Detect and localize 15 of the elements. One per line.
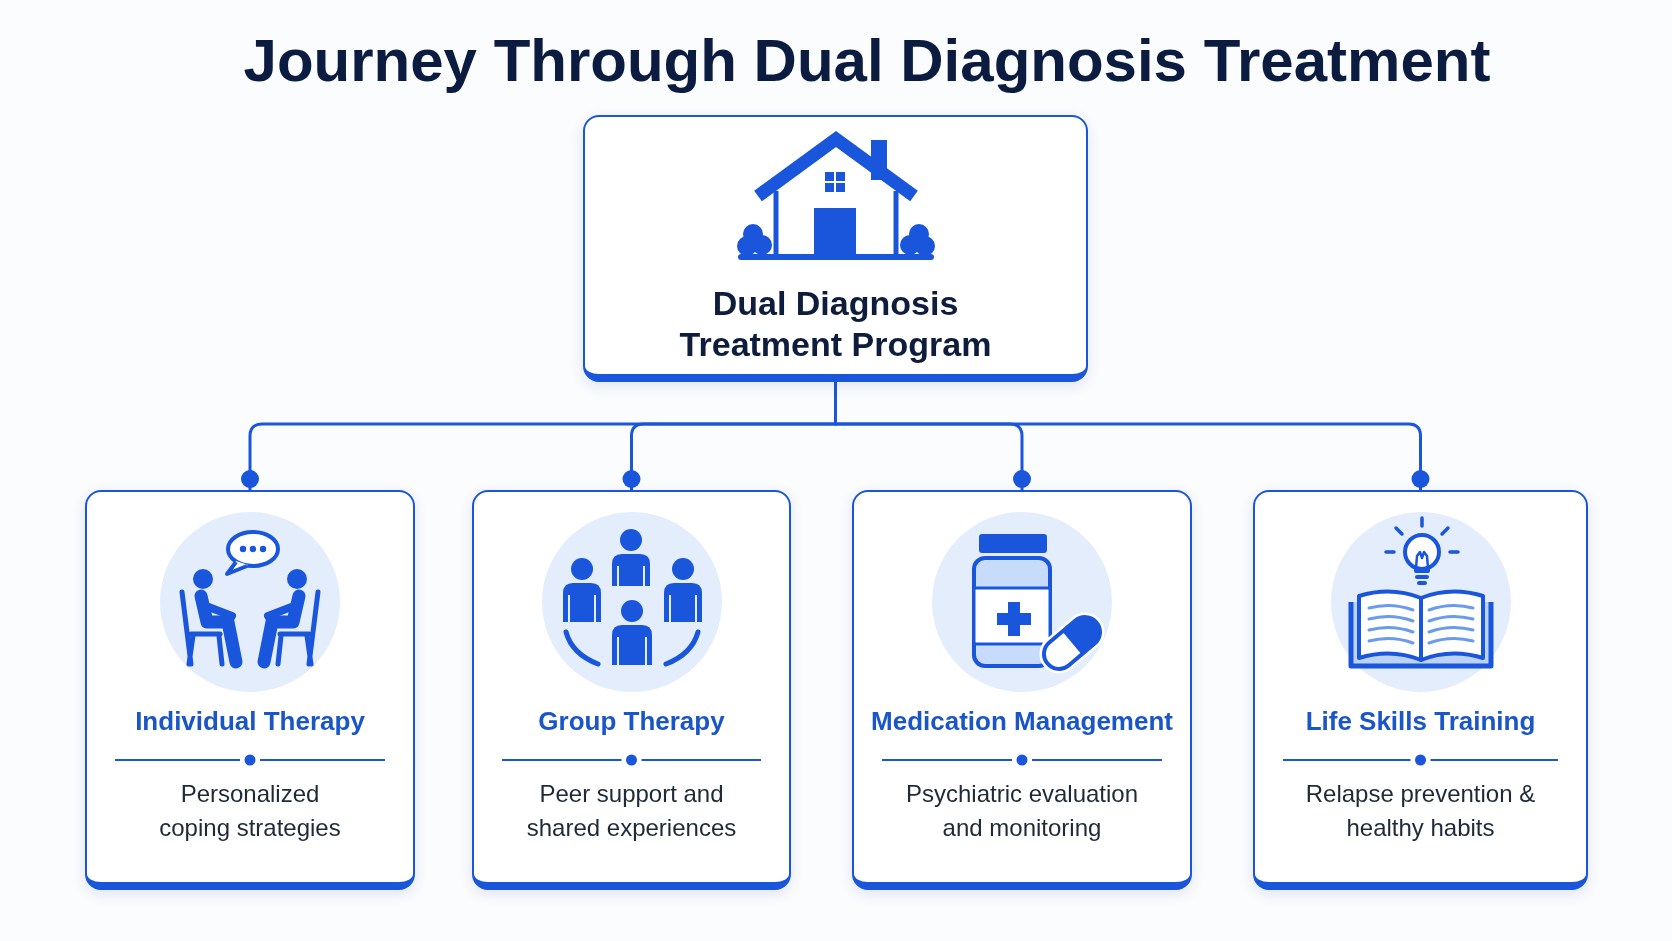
program-box bbox=[583, 115, 1088, 382]
card-description: Personalized coping strategies bbox=[158, 779, 342, 843]
service-card bbox=[85, 490, 415, 890]
service-card bbox=[1253, 490, 1588, 890]
service-card bbox=[472, 490, 791, 890]
card-heading: Medication Management bbox=[870, 705, 1174, 738]
diagram-title: Journey Through Dual Diagnosis Treatment bbox=[243, 26, 1491, 96]
card-description: Peer support and shared experiences bbox=[525, 779, 738, 843]
card-heading: Group Therapy bbox=[537, 705, 726, 738]
service-card bbox=[852, 490, 1192, 890]
card-heading: Individual Therapy bbox=[134, 705, 366, 738]
program-title: Dual Diagnosis Treatment Program bbox=[678, 283, 993, 365]
card-heading: Life Skills Training bbox=[1304, 705, 1537, 738]
card-description: Relapse prevention & healthy habits bbox=[1304, 779, 1537, 843]
card-description: Psychiatric evaluation and monitoring bbox=[904, 779, 1140, 843]
